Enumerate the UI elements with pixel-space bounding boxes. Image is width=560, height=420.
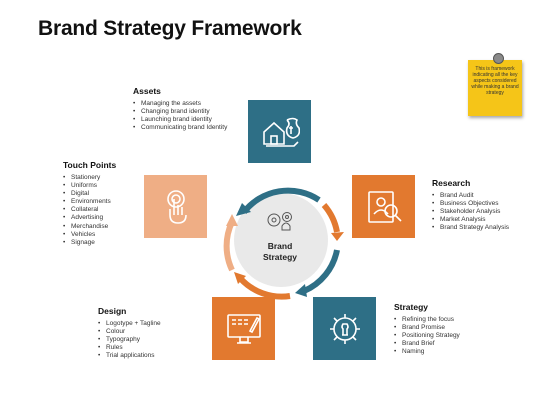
pushpin-icon — [493, 53, 504, 64]
list-item: Stationery — [63, 174, 116, 182]
list-item: Changing brand identity — [133, 108, 227, 116]
list-item: Trial applications — [98, 352, 161, 360]
sticky-note-text: This is framework indicating all the key… — [471, 66, 519, 96]
research-block: Research Brand Audit Business Objectives… — [432, 178, 509, 232]
arc-bottom-right-teal — [302, 249, 340, 294]
center-label: Brand Strategy — [254, 241, 306, 263]
arc-left-peach — [223, 220, 235, 272]
touch-points-list: Stationery Uniforms Digital Environments… — [63, 174, 116, 247]
design-tile — [212, 297, 275, 360]
research-tile — [352, 175, 415, 238]
sticky-note: This is framework indicating all the key… — [468, 60, 522, 116]
design-list: Logotype + Tagline Colour Typography Rul… — [98, 320, 161, 360]
assets-block: Assets Managing the assets Changing bran… — [133, 86, 227, 132]
list-item: Uniforms — [63, 182, 116, 190]
list-item: Brand Promise — [394, 324, 460, 332]
person-magnifier-icon — [367, 190, 402, 223]
center-circle — [234, 193, 328, 287]
arc-top-teal — [241, 187, 321, 214]
list-item: Advertising — [63, 214, 116, 222]
touch-finger-icon — [166, 189, 187, 224]
arc-right-orange — [321, 203, 340, 233]
gears-idea-icon — [267, 212, 292, 231]
list-item: Colour — [98, 328, 161, 336]
arrow-head-bottom-right — [295, 284, 307, 297]
list-item: Business Objectives — [432, 200, 509, 208]
touch-points-title: Touch Points — [63, 160, 117, 170]
strategy-title: Strategy — [394, 302, 429, 312]
list-item: Launching brand identity — [133, 116, 227, 124]
center-label-line1: Brand — [267, 241, 293, 251]
house-money-icon — [262, 117, 300, 147]
touch-points-tile — [144, 175, 207, 238]
assets-tile — [248, 100, 311, 163]
assets-list: Managing the assets Changing brand ident… — [133, 100, 227, 132]
list-item: Signage — [63, 239, 116, 247]
list-item: Naming — [394, 348, 460, 356]
list-item: Collateral — [63, 206, 116, 214]
design-block: Design Logotype + Tagline Colour Typogra… — [98, 306, 161, 360]
list-item: Vehicles — [63, 231, 116, 239]
list-item: Logotype + Tagline — [98, 320, 161, 328]
assets-title: Assets — [133, 86, 161, 96]
strategy-tile — [313, 297, 376, 360]
research-list: Brand Audit Business Objectives Stakehol… — [432, 192, 509, 232]
strategy-list: Refining the focus Brand Promise Positio… — [394, 316, 460, 356]
list-item: Brand Audit — [432, 192, 509, 200]
list-item: Stakeholder Analysis — [432, 208, 509, 216]
list-item: Communicating brand Identity — [133, 124, 227, 132]
strategy-block: Strategy Refining the focus Brand Promis… — [394, 302, 460, 356]
arrow-head-right — [331, 232, 344, 241]
list-item: Brand Strategy Analysis — [432, 224, 509, 232]
list-item: Environments — [63, 198, 116, 206]
list-item: Refining the focus — [394, 316, 460, 324]
list-item: Typography — [98, 336, 161, 344]
list-item: Managing the assets — [133, 100, 227, 108]
arrow-head-top — [236, 203, 251, 216]
arc-bottom-orange — [237, 275, 291, 300]
gear-chess-icon — [329, 313, 360, 344]
research-title: Research — [432, 178, 471, 188]
arrow-head-left — [226, 214, 238, 226]
list-item: Digital — [63, 190, 116, 198]
list-item: Market Analysis — [432, 216, 509, 224]
page-title: Brand Strategy Framework — [38, 17, 302, 40]
list-item: Positioning Strategy — [394, 332, 460, 340]
list-item: Brand Brief — [394, 340, 460, 348]
touch-points-block: Touch Points Stationery Uniforms Digital… — [63, 160, 116, 247]
arrow-head-bottom — [234, 272, 246, 284]
design-title: Design — [98, 306, 127, 316]
list-item: Rules — [98, 344, 161, 352]
center-label-line2: Strategy — [262, 252, 297, 262]
list-item: Merchandise — [63, 223, 116, 231]
monitor-design-icon — [226, 313, 261, 344]
